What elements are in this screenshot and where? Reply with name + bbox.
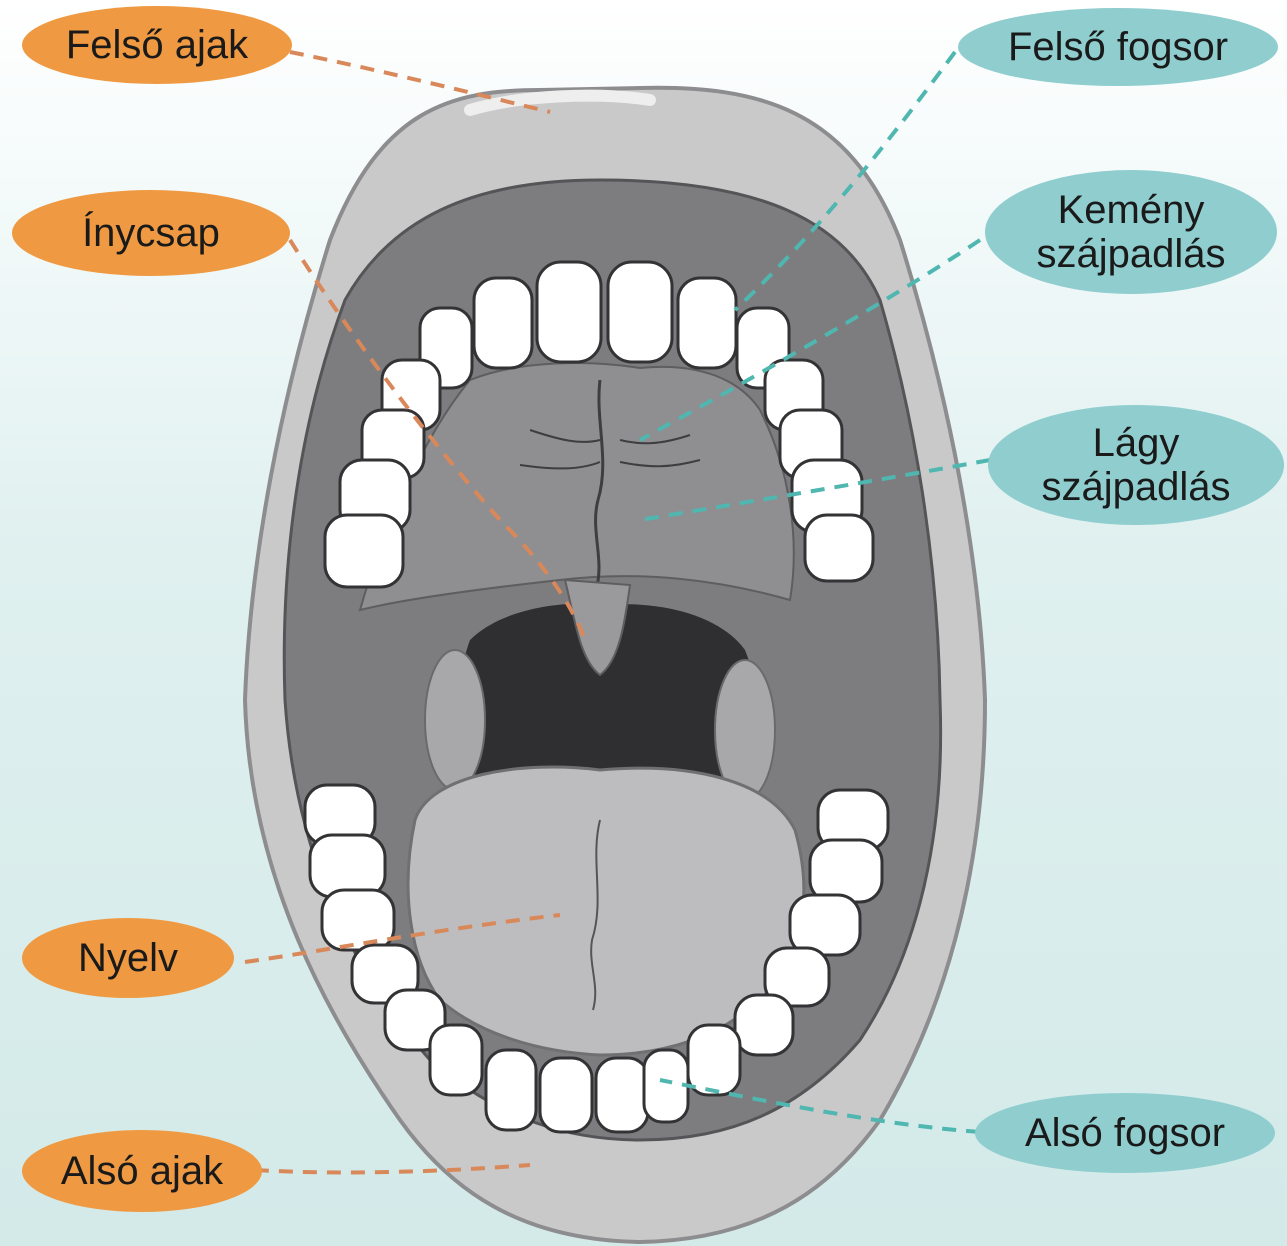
label-uvula-text: Ínycsap (82, 211, 220, 255)
label-soft-palate: Lágy szájpadlás (988, 405, 1284, 525)
label-upper-teeth-text: Felső fogsor (1008, 25, 1228, 69)
label-lower-lip: Alsó ajak (22, 1130, 262, 1212)
label-upper-teeth: Felső fogsor (958, 8, 1278, 86)
label-soft-palate-line2: szájpadlás (1041, 465, 1230, 509)
label-hard-palate-line1: Kemény (1058, 188, 1205, 232)
label-upper-lip-text: Felső ajak (66, 23, 248, 67)
label-hard-palate: Kemény szájpadlás (985, 170, 1277, 294)
label-tongue-text: Nyelv (78, 936, 178, 980)
label-uvula: Ínycsap (12, 190, 290, 276)
label-lower-teeth-text: Alsó fogsor (1025, 1111, 1225, 1155)
label-hard-palate-line2: szájpadlás (1036, 232, 1225, 276)
label-lower-teeth: Alsó fogsor (975, 1093, 1275, 1173)
label-tongue: Nyelv (22, 918, 234, 998)
left-tonsil (425, 650, 485, 790)
label-upper-lip: Felső ajak (22, 6, 292, 84)
label-lower-lip-text: Alsó ajak (61, 1149, 223, 1193)
label-soft-palate-line1: Lágy (1093, 421, 1180, 465)
